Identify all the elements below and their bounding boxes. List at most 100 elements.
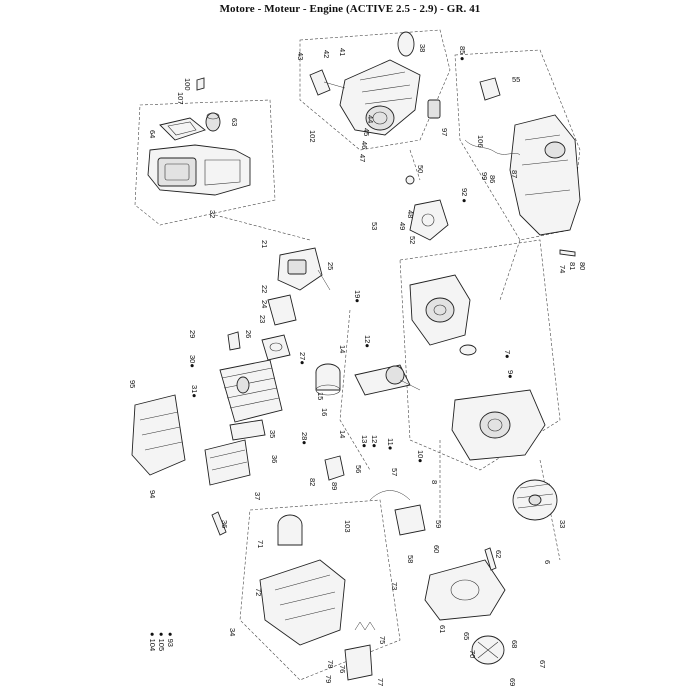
callout-12: 12● [363, 335, 372, 348]
callout-8: 8 [430, 480, 439, 484]
pad-97 [427, 99, 441, 119]
callout-53: 53 [370, 222, 379, 230]
callout-89: 89 [330, 482, 339, 490]
callout-85: 85 ● [458, 46, 467, 61]
callout-35: 35 [268, 430, 277, 438]
callout-94: 94 [148, 490, 157, 498]
callout-41: 41 [338, 48, 347, 56]
callout-24: 24 [260, 300, 269, 308]
callout-65: 65 [462, 632, 471, 640]
group-boundary-crankcase [399, 239, 561, 471]
callout-78: 78 [326, 660, 335, 668]
callout-6: 6 [543, 560, 552, 564]
callout-56: 56 [354, 465, 363, 473]
callout-27: 27● [298, 352, 307, 365]
callout-52: 52 [408, 236, 417, 244]
legend-item: ● 104 [148, 632, 157, 651]
callout-64: 64 [148, 130, 157, 138]
callout-22: 22 [260, 285, 269, 293]
callout-47: 47 [358, 154, 367, 162]
callout-55: 55 [512, 75, 520, 84]
callout-21: 21 [260, 240, 269, 248]
connector-line-4 [339, 309, 371, 471]
callout-50: 50 [416, 165, 425, 173]
callout-62: 62 [494, 550, 503, 558]
group-boundary-top-housing [299, 29, 451, 151]
group-boundary-air-filter [134, 99, 276, 226]
callout-58: 58 [406, 555, 415, 563]
callout-14b: 14 [338, 430, 347, 438]
callout-46: 46 [360, 141, 369, 149]
screw-36 [211, 511, 227, 536]
connector-line-1 [214, 214, 311, 241]
ignition-module [409, 199, 449, 241]
screw-107 [196, 77, 205, 91]
piston [315, 363, 341, 396]
gasket-38 [397, 31, 415, 57]
clutch-drum-71 [277, 514, 303, 546]
oil-seal-7 [459, 344, 477, 356]
callout-106: 106 [476, 135, 485, 148]
crankcase-lower [451, 389, 546, 461]
muffler-cover-36 [204, 439, 251, 486]
group-boundary-fan-housing [454, 49, 581, 241]
callout-42: 42 [322, 50, 331, 58]
callout-70: 70 [468, 650, 477, 658]
screw-62 [484, 547, 497, 571]
callout-9: 9● [506, 370, 515, 379]
callout-81: 81 [568, 262, 577, 270]
crankcase-upper [409, 274, 471, 346]
callout-95: 95 [128, 380, 137, 388]
switch-82 [324, 455, 345, 481]
muffler-94 [131, 394, 186, 476]
starter-handle [309, 69, 346, 96]
starter-housing [339, 59, 421, 136]
callout-14a: 14 [338, 345, 347, 353]
callout-30: 30● [188, 355, 197, 368]
callout-15: 15 [316, 392, 325, 400]
callout-79: 79 [324, 675, 333, 683]
callout-28: 28● [300, 432, 309, 445]
callout-57: 57 [390, 468, 399, 476]
callout-29: 29 [188, 330, 197, 338]
legend-item: ● 93 [166, 632, 175, 647]
gasket-35 [229, 419, 266, 441]
spring-75 [354, 621, 376, 631]
callout-45: 45 [362, 128, 371, 136]
callout-82: 82 [308, 478, 317, 486]
callout-100: 100 [183, 78, 192, 91]
callout-13: 13● [360, 435, 369, 448]
callout-92: 92 ● [460, 188, 469, 203]
legend-item: ● 105 [157, 632, 166, 651]
callout-33: 33 [558, 520, 567, 528]
callout-16: 16 [320, 408, 329, 416]
callout-97: 97 [440, 128, 449, 136]
air-filter-knob [205, 112, 221, 132]
callout-37: 37 [253, 492, 262, 500]
callout-99: 99 [480, 172, 489, 180]
callout-34b: 36 [270, 455, 279, 463]
callout-48: 48 [406, 210, 415, 218]
callout-38: 38 [418, 44, 427, 52]
callout-10: 10● [416, 450, 425, 463]
ignition-coil [394, 504, 426, 536]
air-filter-cover [147, 144, 251, 196]
callout-23: 23 [258, 315, 267, 323]
page-title: Motore - Moteur - Engine (ACTIVE 2.5 - 2… [219, 3, 481, 15]
callout-72: 72 [254, 588, 263, 596]
cylinder-gasket [261, 334, 291, 361]
callout-11: 11● [386, 438, 395, 450]
callout-74: 74 [558, 265, 567, 273]
pulley-70 [471, 635, 505, 665]
starter-pulley-cover [424, 559, 506, 621]
callout-86: 86 [488, 175, 497, 183]
legend: ● 104● 105● 93 [148, 632, 175, 651]
callout-87: 87 [510, 170, 519, 178]
spark-plug-29 [227, 331, 241, 351]
callout-19: 19● [353, 290, 362, 303]
fuel-cap [479, 77, 501, 101]
callout-76: 76 [338, 665, 347, 673]
callout-43: 43 [296, 52, 305, 60]
